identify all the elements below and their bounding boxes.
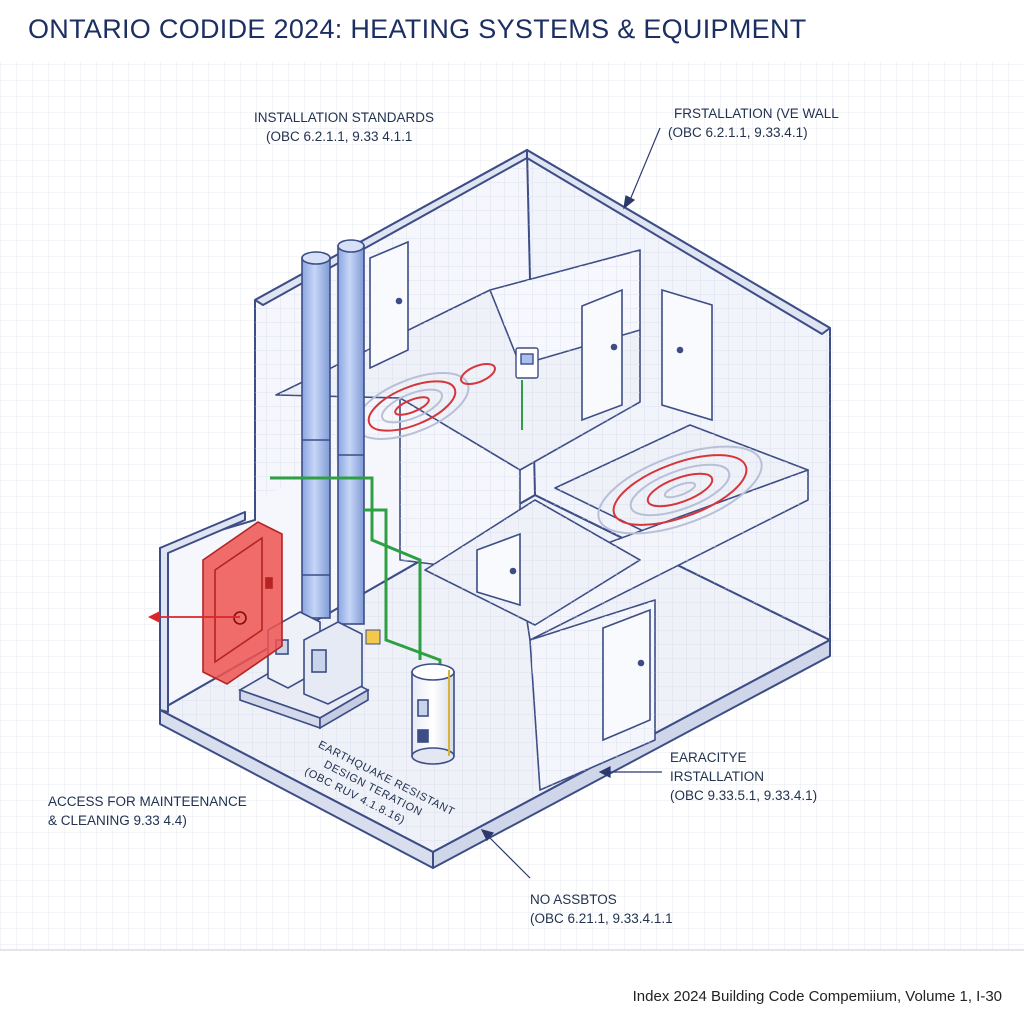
door-icon — [369, 240, 713, 742]
radiant-floor-icon — [354, 362, 763, 535]
callout-wall-installation: FRSTALLATION (VE WALL (OBC 6.2.1.1, 9.33… — [668, 104, 839, 142]
callout-line: (OBC 9.33.5.1, 9.33.4.1) — [670, 788, 818, 803]
callout-line: IRSTALLATION — [670, 769, 765, 784]
callout-line: (OBC 6.21.1, 9.33.4.1.1 — [530, 911, 673, 926]
page-title: ONTARIO CODIDE 2024: HEATING SYSTEMS & E… — [28, 14, 807, 44]
callout-line: ACCESS FOR MAINTEENANCE — [48, 794, 247, 809]
upper-rooms — [275, 249, 809, 791]
electrical-panel-icon — [202, 521, 283, 685]
callout-line: EARACITYE — [670, 750, 747, 765]
callout-line: FRSTALLATION (VE WALL — [674, 106, 839, 121]
callout-line: & CLEANING 9.33 4.4) — [48, 813, 187, 828]
leader-lines — [480, 127, 662, 879]
thermostat-icon — [515, 347, 539, 430]
callout-no-asbestos: NO ASSBTOS (OBC 6.21.1, 9.33.4.1.1 — [530, 890, 673, 928]
red-arrowhead — [148, 611, 160, 623]
callout-line: (OBC 6.2.1.1, 9.33.4.1) — [668, 125, 808, 140]
footer-citation: Index 2024 Building Code Compemiium, Vol… — [632, 988, 1002, 1005]
flue-pipe-icon — [301, 239, 365, 625]
callout-line: NO ASSBTOS — [530, 892, 617, 907]
callout-line: INSTALLATION STANDARDS — [254, 110, 435, 125]
callout-line: (OBC 6.2.1.1, 9.33 4.1.1 — [266, 129, 413, 144]
callout-capacity-installation: EARACITYE IRSTALLATION (OBC 9.33.5.1, 9.… — [670, 748, 817, 805]
water-heater-icon — [411, 663, 455, 765]
callout-installation-standards: INSTALLATION STANDARDS (OBC 6.2.1.1, 9.3… — [254, 108, 434, 146]
callout-access-maintenance: ACCESS FOR MAINTEENANCE & CLEANING 9.33 … — [48, 792, 247, 830]
